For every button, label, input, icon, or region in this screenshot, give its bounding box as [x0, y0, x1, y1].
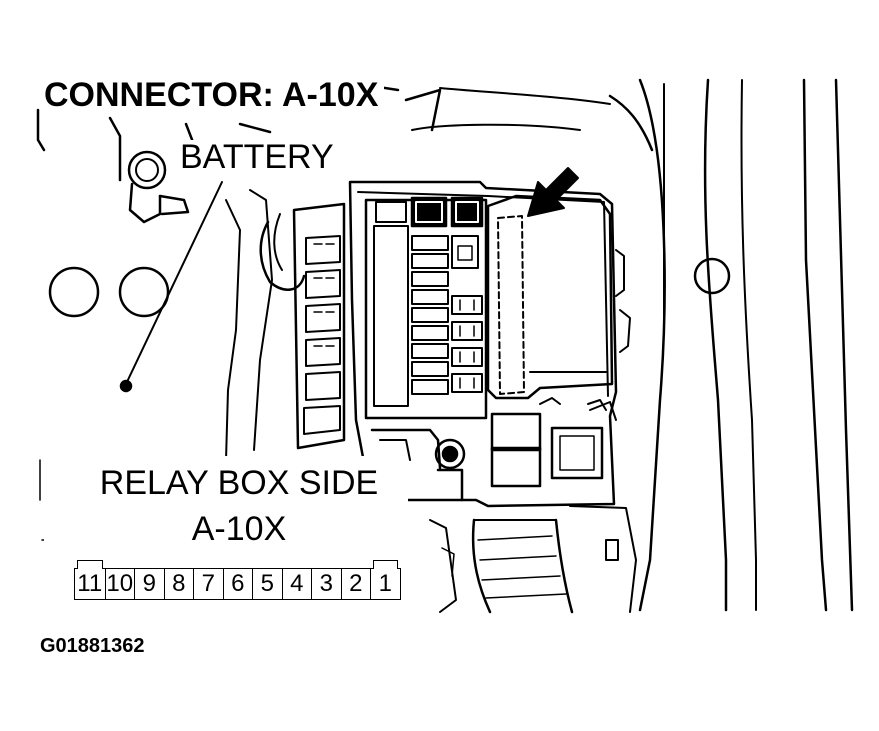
mount-hole-left	[48, 266, 100, 318]
pin-2: 2	[340, 569, 371, 599]
pin-10: 10	[104, 569, 134, 599]
pin-7: 7	[193, 569, 223, 599]
pin-6: 6	[222, 569, 253, 599]
battery-leader-line	[125, 181, 223, 385]
pin-8: 8	[163, 569, 194, 599]
pin-1: 1	[370, 560, 400, 599]
connector-title: CONNECTOR: A-10X	[44, 78, 385, 116]
relay-connector-code: A-10X	[191, 510, 287, 548]
pin-9: 9	[134, 569, 164, 599]
lower-relay-3	[550, 426, 604, 480]
lower-relay-1	[490, 412, 542, 452]
ground-terminal	[370, 428, 442, 470]
pin-4: 4	[281, 569, 312, 599]
battery-leader-dot	[119, 379, 133, 393]
mount-hole-right	[693, 257, 731, 295]
relay-box-side-title: RELAY BOX SIDE	[99, 464, 379, 502]
battery-clamp-bolt	[127, 150, 167, 190]
a10x-connector-outline	[497, 215, 525, 395]
figure-code: G01881362	[40, 635, 145, 657]
connector-pinout: 11 10 9 8 7 6 5 4 3 2 1	[74, 560, 401, 600]
relay-box-side-panel: RELAY BOX SIDE A-10X 11 10 9 8 7 6 5 4 3…	[44, 456, 408, 626]
pin-5: 5	[252, 569, 282, 599]
arrow-icon	[527, 167, 579, 217]
relay-cover	[486, 194, 614, 400]
pin-3: 3	[311, 569, 341, 599]
relay-box-housing	[348, 180, 618, 508]
battery-label: BATTERY	[178, 140, 338, 176]
left-relay-column	[292, 202, 346, 450]
wiring-harness	[471, 518, 492, 614]
pin-11: 11	[75, 560, 105, 599]
lower-relay-2	[490, 446, 542, 488]
body-panel-outline	[638, 78, 666, 612]
mount-hole-center	[118, 266, 170, 318]
